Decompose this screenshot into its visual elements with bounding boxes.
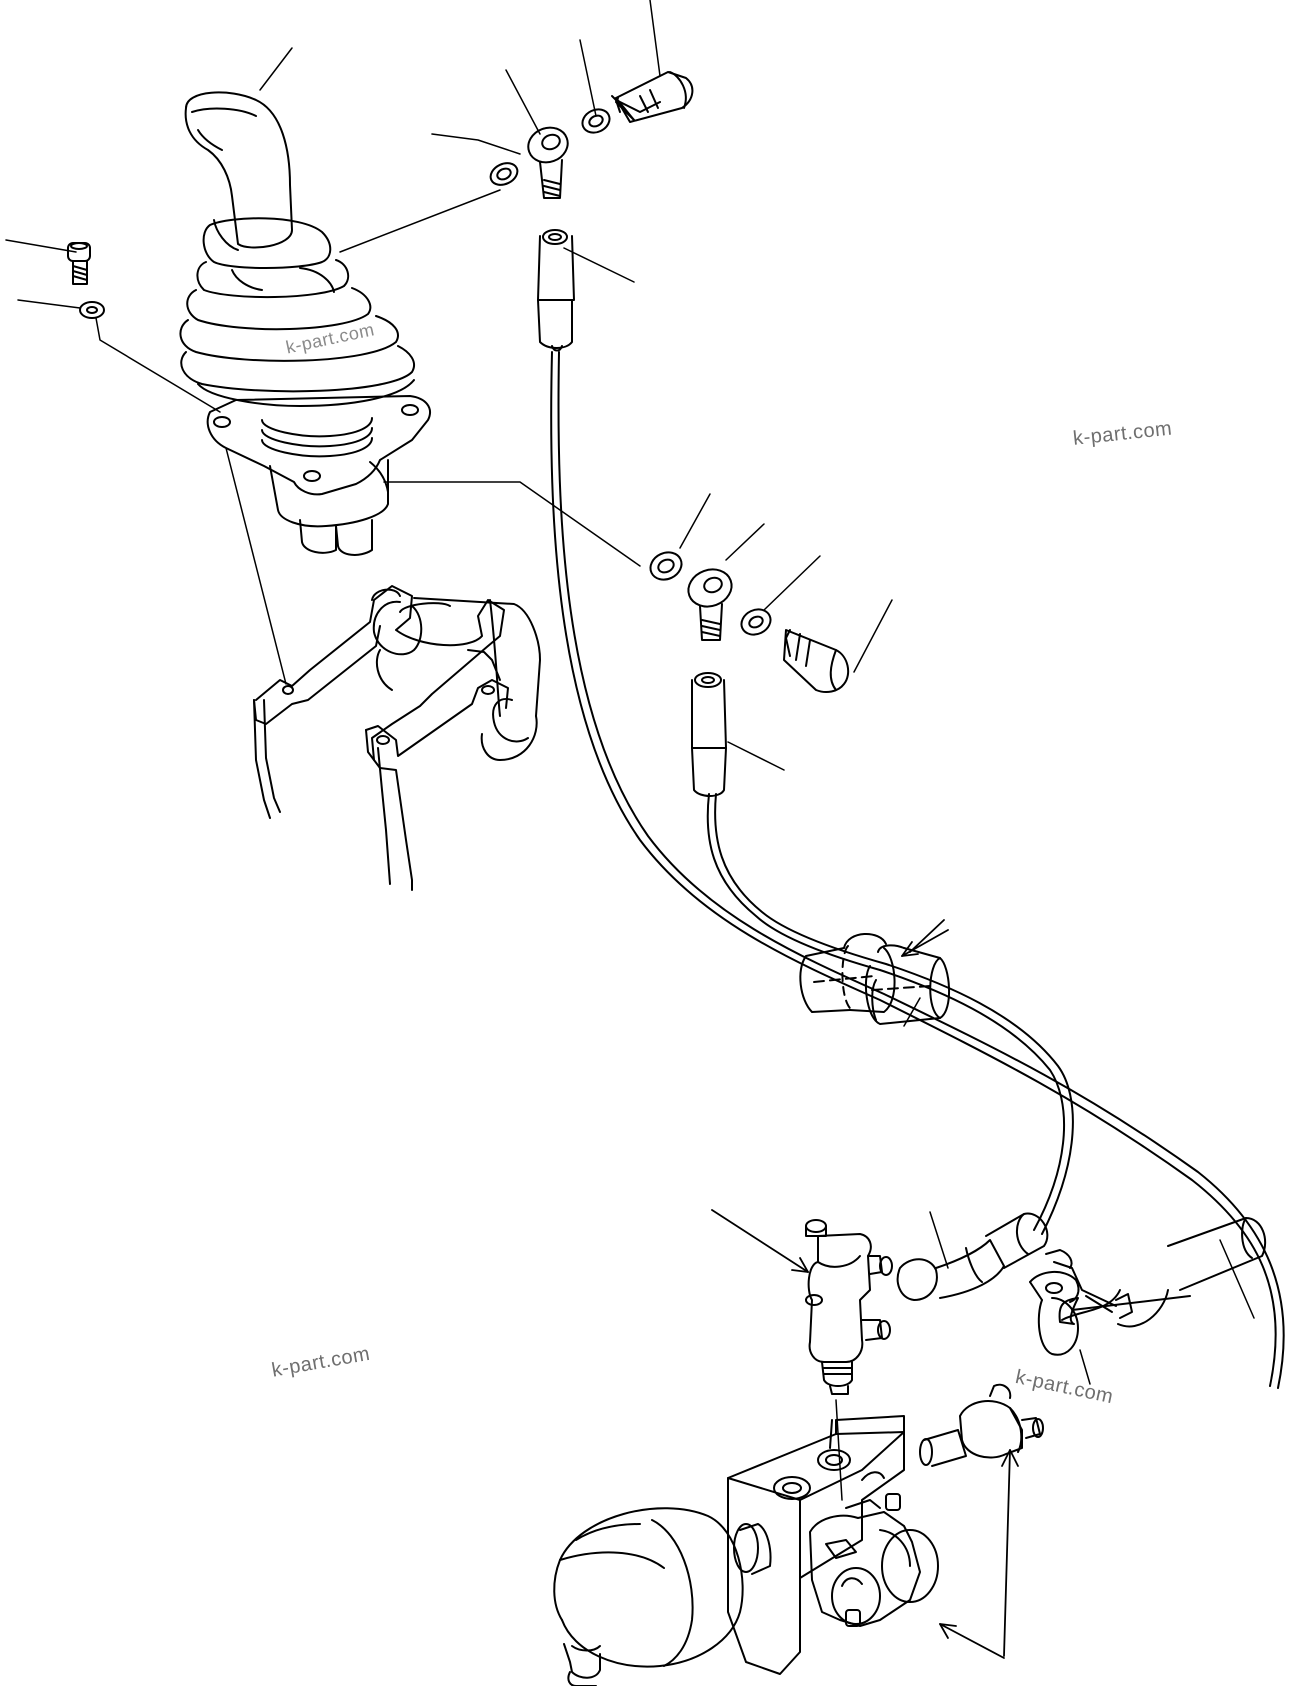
seal-washer	[649, 551, 683, 581]
protective-sleeve	[799, 932, 951, 1025]
seal-washer	[489, 162, 519, 186]
accumulator	[553, 1507, 772, 1686]
elbow-fitting	[919, 1383, 1044, 1467]
seal-washer	[581, 108, 611, 134]
tee-fitting	[805, 1219, 893, 1395]
callout-arrows	[711, 919, 1019, 1659]
hose-end	[537, 229, 575, 352]
rubber-boot	[179, 217, 416, 407]
washer	[79, 301, 105, 319]
leader-lines	[5, 0, 1255, 1501]
banjo-bolt	[783, 629, 850, 693]
hose-end	[691, 672, 727, 797]
joystick-lever	[184, 91, 293, 251]
seal-washer	[740, 608, 772, 636]
bracket-frame	[253, 585, 541, 891]
valve-block	[727, 1415, 905, 1675]
tee-fitting	[1029, 1249, 1133, 1319]
banjo-fitting	[527, 126, 569, 199]
mounting-flange	[206, 395, 431, 556]
banjo-bolt	[611, 71, 694, 123]
solenoid-valve	[809, 1493, 939, 1627]
cap-screw	[67, 242, 91, 285]
elbow-fitting	[896, 1212, 1049, 1301]
elbow-fitting	[1037, 1217, 1267, 1356]
banjo-fitting	[687, 568, 733, 641]
pilot-hose	[550, 351, 1285, 1389]
